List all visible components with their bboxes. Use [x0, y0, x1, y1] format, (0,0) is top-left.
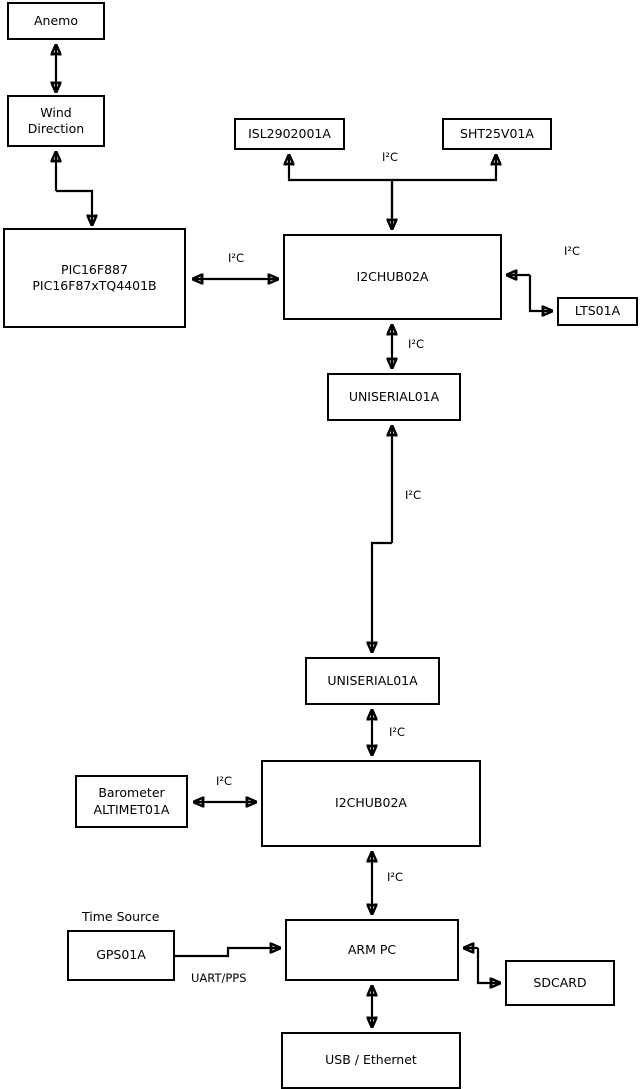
wire-hub-sensor-bus-right [392, 155, 496, 182]
wire-hub-lts-elbow [528, 275, 552, 311]
edge-label-pic-to-hub: I²C [228, 251, 245, 265]
node-anemo[interactable]: Anemo [7, 2, 105, 40]
wire-wind-to-pic-elbow [56, 189, 92, 225]
node-usb-ethernet-label: USB / Ethernet [325, 1052, 417, 1068]
node-gps01a[interactable]: GPS01A [67, 930, 175, 981]
node-arm-pc[interactable]: ARM PC [285, 919, 459, 981]
node-isl2902001a-label: ISL2902001A [248, 125, 331, 141]
node-i2chub02a-top[interactable]: I2CHUB02A [283, 234, 502, 320]
wire-gps-arm [175, 948, 280, 958]
node-arm-pc-label: ARM PC [347, 941, 397, 957]
edge-label-hub-to-lts: I²C [564, 244, 581, 258]
node-barometer-altimet01a-label: Barometer ALTIMET01A [93, 785, 170, 817]
node-pic-mcu[interactable]: PIC16F887 PIC16F87xTQ4401B [3, 228, 186, 328]
edge-label-uniserial-to-hub2: I²C [389, 725, 406, 739]
edge-label-barometer-to-hub2: I²C [216, 774, 233, 788]
node-lts01a-label: LTS01A [574, 303, 621, 319]
node-lts01a[interactable]: LTS01A [557, 297, 638, 326]
node-wind-direction-label: Wind Direction [27, 104, 85, 137]
edge-label-hub-to-uniserial: I²C [408, 337, 425, 351]
wire-arm-sdcard-elbow [476, 948, 500, 983]
node-pic-mcu-label: PIC16F887 PIC16F87xTQ4401B [32, 261, 157, 294]
edge-label-uniserial-link: I²C [405, 488, 422, 502]
edge-label-hub2-to-arm: I²C [387, 870, 404, 884]
node-sht25v01a-label: SHT25V01A [460, 125, 534, 141]
label-time-source: Time Source [82, 909, 160, 924]
node-barometer-altimet01a[interactable]: Barometer ALTIMET01A [75, 775, 188, 828]
node-uniserial01a-bottom[interactable]: UNISERIAL01A [305, 657, 440, 705]
edge-label-gps-to-arm: UART/PPS [191, 971, 247, 985]
wire-hub-sensor-bus [289, 155, 394, 225]
node-usb-ethernet[interactable]: USB / Ethernet [281, 1032, 461, 1089]
node-isl2902001a[interactable]: ISL2902001A [234, 118, 345, 150]
node-anemo-label: Anemo [34, 12, 78, 28]
edge-label-sensors-to-hub: I²C [382, 150, 399, 164]
node-i2chub02a-bottom-label: I2CHUB02A [335, 795, 407, 811]
wire-uniserial-link-down [372, 541, 392, 652]
node-uniserial01a-top-label: UNISERIAL01A [348, 388, 440, 404]
node-uniserial01a-top[interactable]: UNISERIAL01A [327, 373, 461, 421]
node-sdcard-label: SDCARD [533, 974, 587, 990]
node-uniserial01a-bottom-label: UNISERIAL01A [327, 672, 418, 688]
node-gps01a-label: GPS01A [96, 947, 146, 963]
node-i2chub02a-top-label: I2CHUB02A [356, 268, 429, 284]
node-sht25v01a[interactable]: SHT25V01A [442, 118, 552, 150]
node-i2chub02a-bottom[interactable]: I2CHUB02A [261, 760, 481, 847]
node-sdcard[interactable]: SDCARD [505, 960, 615, 1006]
node-wind-direction[interactable]: Wind Direction [7, 95, 105, 147]
